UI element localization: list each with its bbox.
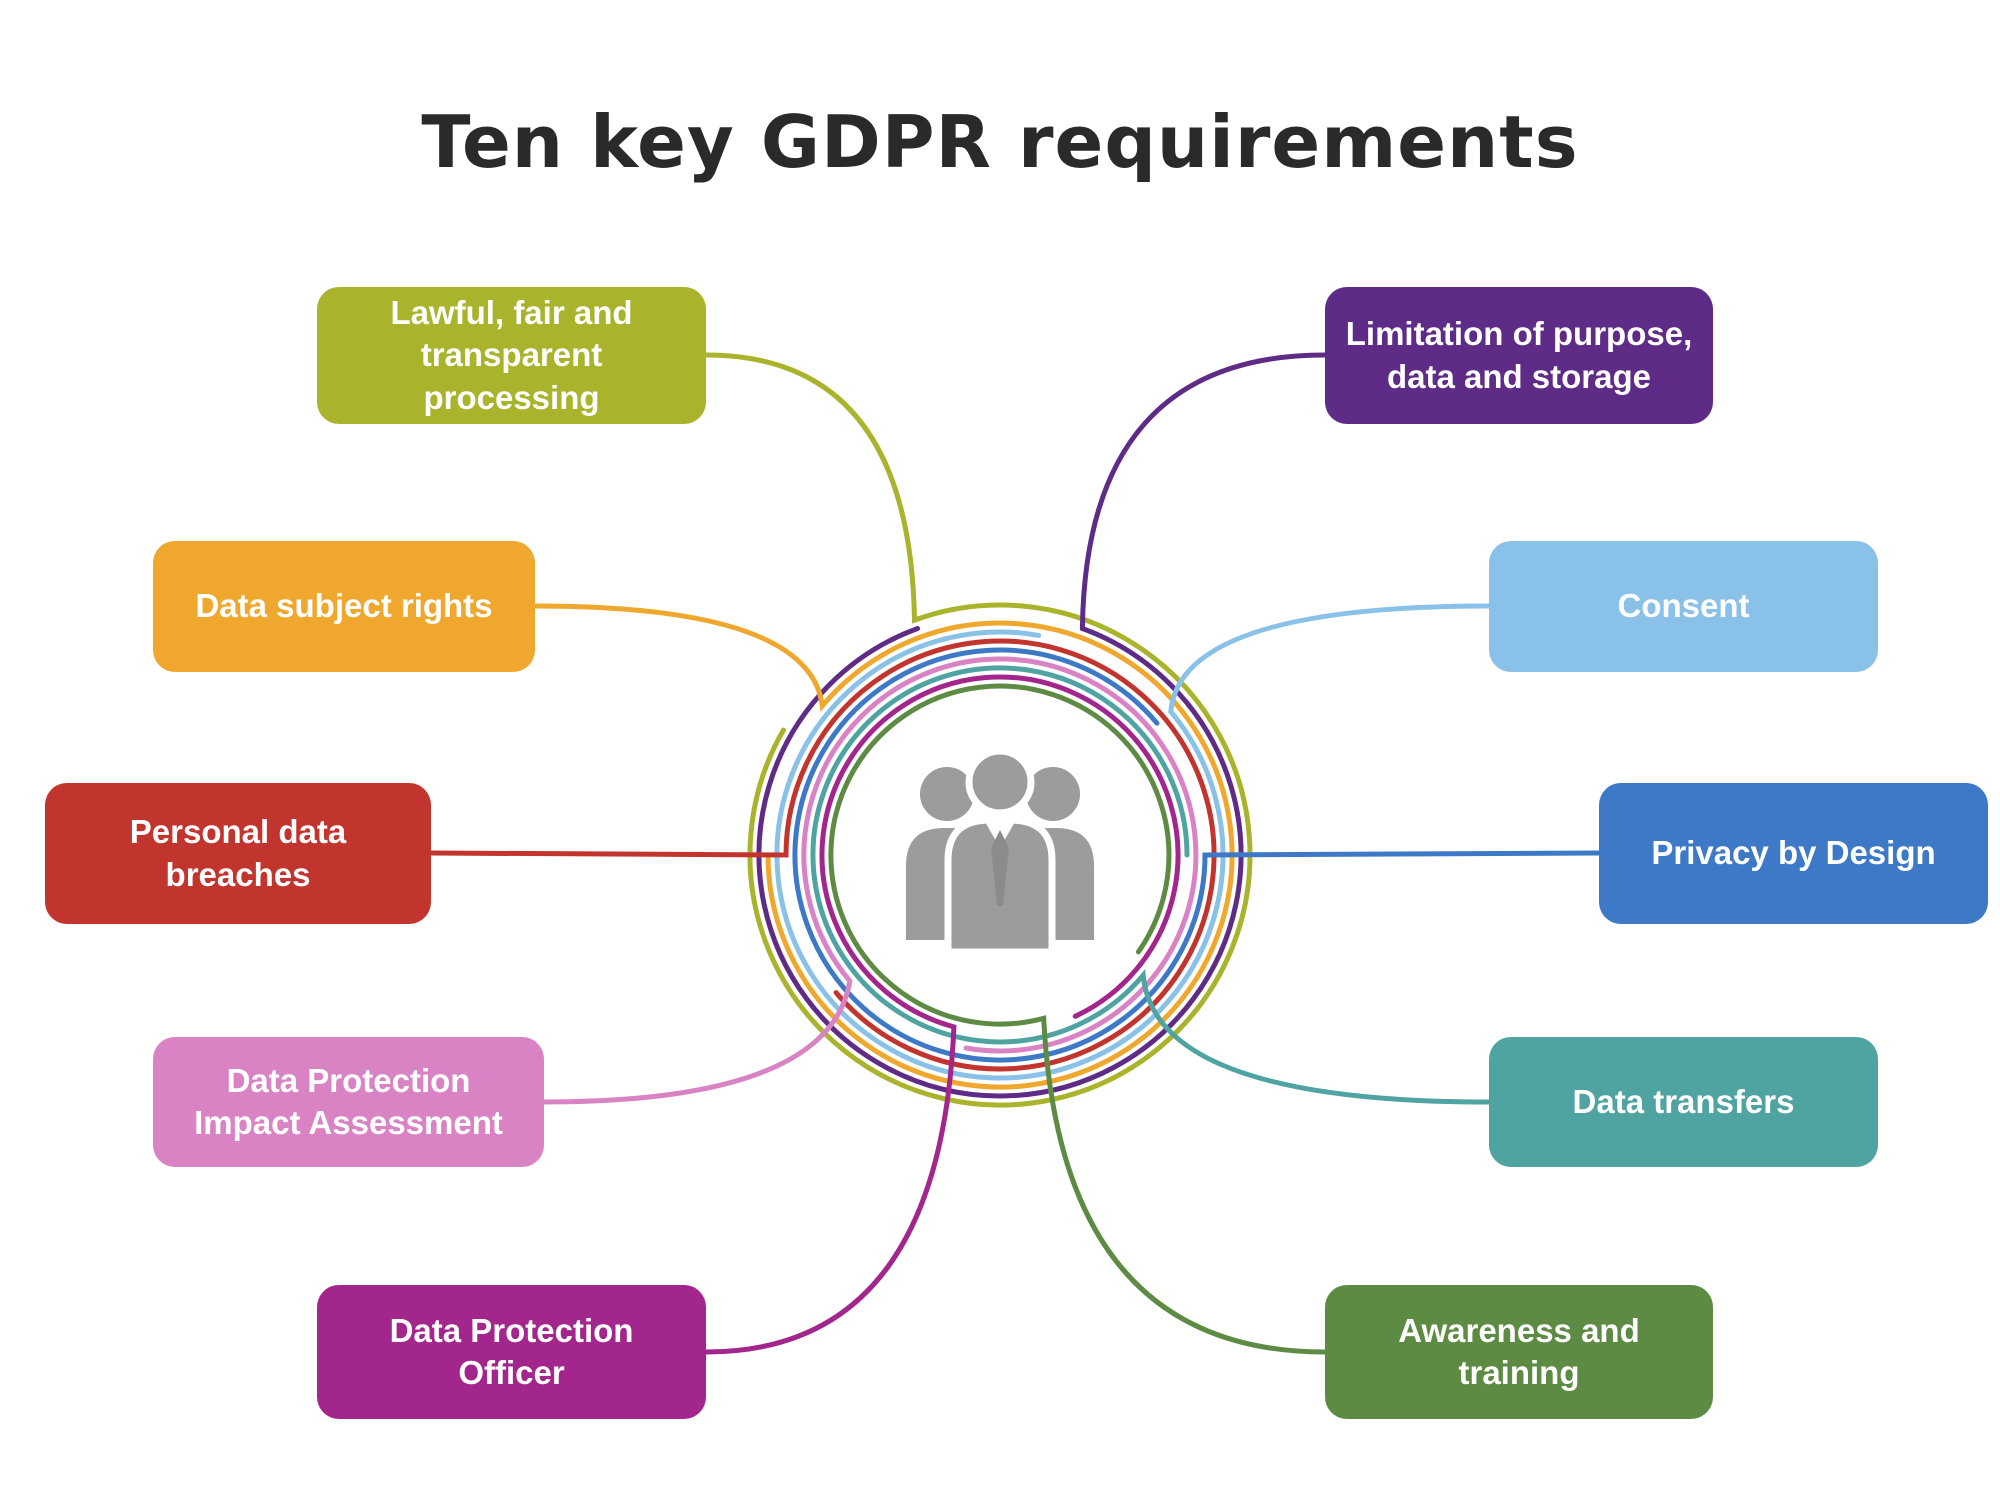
connector-data-transfers: [810, 665, 1492, 1105]
connector-consent: [774, 603, 1492, 1081]
requirement-box-awareness-training: Awareness and training: [1325, 1285, 1713, 1419]
requirement-label-dpia: Data Protection Impact Assessment: [194, 1061, 503, 1141]
requirement-box-dpia: Data Protection Impact Assessment: [153, 1037, 544, 1167]
requirement-label-lawful-processing: Lawful, fair and transparent processing: [390, 294, 633, 416]
connector-data-subject-rights: [532, 603, 1235, 1090]
page-title: Ten key GDPR requirements: [421, 100, 1579, 184]
connector-awareness-training: [828, 683, 1328, 1355]
connector-personal-data-breaches: [428, 638, 1217, 1072]
connector-limitation-purpose: [756, 352, 1328, 1099]
requirement-label-dpo: Data Protection Officer: [389, 1311, 634, 1391]
requirement-label-data-subject-rights: Data subject rights: [195, 587, 493, 625]
requirement-label-limitation-purpose: Limitation of purpose, data and storage: [1345, 315, 1693, 395]
people-group-icon: [906, 747, 1094, 956]
requirement-box-dpo: Data Protection Officer: [317, 1285, 706, 1419]
requirement-label-awareness-training: Awareness and training: [1398, 1311, 1640, 1391]
requirement-label-data-transfers: Data transfers: [1572, 1082, 1795, 1120]
connector-lawful-processing: [703, 352, 1253, 1108]
connector-privacy-by-design: [792, 647, 1602, 1063]
requirement-box-limitation-purpose: Limitation of purpose, data and storage: [1325, 287, 1713, 424]
requirement-label-personal-data-breaches: Personal data breaches: [129, 813, 347, 893]
requirement-box-privacy-by-design: Privacy by Design: [1599, 783, 1988, 924]
connector-dpia: [541, 656, 1199, 1105]
connector-dpo: [703, 674, 1181, 1355]
requirement-label-consent: Consent: [1617, 587, 1750, 625]
tie-shape: [991, 830, 1009, 906]
requirement-label-privacy-by-design: Privacy by Design: [1651, 834, 1936, 872]
requirement-box-data-subject-rights: Data subject rights: [153, 541, 535, 672]
requirement-box-personal-data-breaches: Personal data breaches: [45, 783, 431, 924]
requirement-box-lawful-processing: Lawful, fair and transparent processing: [317, 287, 706, 424]
requirement-box-consent: Consent: [1489, 541, 1878, 672]
requirement-box-data-transfers: Data transfers: [1489, 1037, 1878, 1167]
